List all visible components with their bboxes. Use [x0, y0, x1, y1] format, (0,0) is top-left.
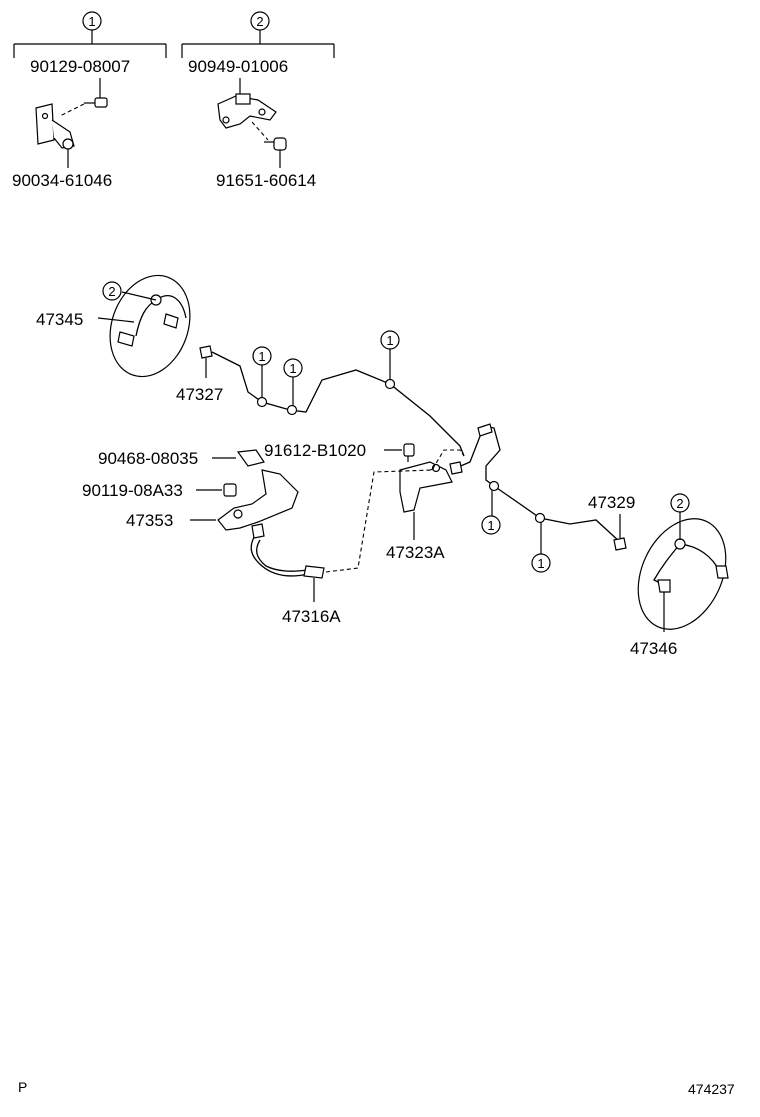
tube-callouts-right: 1 1 — [481, 490, 551, 573]
legend-group-2: 2 90949-01006 91651-60614 — [181, 11, 335, 190]
assembly-dash — [429, 467, 437, 471]
part-label-90129-08007[interactable]: 90129-08007 — [30, 57, 130, 76]
nut-icon — [223, 483, 237, 497]
part-label-47353[interactable]: 47353 — [126, 511, 173, 530]
drawing-number: 474237 — [688, 1081, 735, 1097]
hose-fitting-icon — [303, 565, 325, 579]
leader-line — [121, 291, 157, 301]
callout-circle — [102, 281, 122, 301]
assembly-dash — [251, 121, 269, 141]
bracket-icon — [399, 461, 453, 513]
main-brake-tube — [211, 351, 465, 457]
flare-nut-47327: 47327 — [176, 345, 223, 404]
detail-ellipse — [637, 518, 727, 630]
brake-tube — [679, 543, 721, 573]
assembly-dash — [59, 103, 85, 117]
hose-bracket-group: 90468-08035 90119-08A33 47353 47316A — [82, 449, 341, 626]
svg-text:1: 1 — [537, 556, 544, 571]
flexible-hose — [250, 533, 309, 577]
bracket-hole — [233, 509, 243, 519]
bolt-icon — [84, 97, 108, 108]
bolt-icon — [403, 443, 415, 457]
part-label-90119-08A33[interactable]: 90119-08A33 — [82, 481, 183, 500]
part-label-90949-01006[interactable]: 90949-01006 — [188, 57, 288, 76]
tube-fittings — [449, 423, 546, 524]
detail-ellipse — [109, 274, 191, 378]
svg-text:1: 1 — [386, 333, 393, 348]
tube-clip-points — [256, 378, 396, 416]
part-label-91651-60614[interactable]: 91651-60614 — [216, 171, 316, 190]
part-label-47329[interactable]: 47329 — [588, 493, 635, 512]
legend-group-1: 1 90129-08007 90034-61046 — [12, 11, 167, 190]
right-wheel-brake-hose-assembly: 2 47346 — [630, 493, 729, 658]
part-label-47346[interactable]: 47346 — [630, 639, 677, 658]
callout-number: 2 — [256, 14, 263, 29]
part-label-90034-61046[interactable]: 90034-61046 — [12, 171, 112, 190]
tube-callouts: 1 1 1 — [252, 330, 400, 406]
flare-nut-icon — [199, 345, 213, 359]
callout-number: 1 — [88, 14, 95, 29]
part-label-47327[interactable]: 47327 — [176, 385, 223, 404]
legend-bracket — [13, 30, 167, 58]
callout-circle — [670, 493, 690, 513]
rear-brake-tube — [455, 425, 621, 543]
part-label-91612-B1020[interactable]: 91612-B1020 — [264, 441, 366, 460]
assembly-dash — [325, 449, 465, 573]
svg-text:1: 1 — [258, 349, 265, 364]
brake-tube — [135, 299, 157, 337]
part-label-90468-08035[interactable]: 90468-08035 — [98, 449, 198, 468]
part-label-47323A[interactable]: 47323A — [386, 543, 445, 562]
brake-tube — [653, 543, 681, 585]
legend-bracket — [181, 30, 335, 58]
bracket-clamp-icon — [35, 103, 75, 150]
clip-icon — [217, 93, 277, 129]
callout-number: 2 — [676, 496, 683, 511]
svg-text:1: 1 — [487, 518, 494, 533]
left-wheel-brake-hose-assembly: 2 47345 — [36, 274, 191, 378]
svg-text:1: 1 — [289, 361, 296, 376]
flare-nut-icon — [613, 537, 627, 551]
hose-fitting-icon — [251, 523, 265, 539]
bracket-47323A: 91612-B1020 47323A — [264, 441, 453, 562]
flexible-hose — [255, 539, 309, 572]
part-label-47345[interactable]: 47345 — [36, 310, 83, 329]
bracket-icon — [217, 469, 299, 531]
clip-point — [674, 538, 686, 550]
callout-number: 2 — [108, 284, 115, 299]
fitting-icon — [117, 313, 179, 347]
part-label-47316A[interactable]: 47316A — [282, 607, 341, 626]
footer-left-code: P — [18, 1079, 27, 1095]
flare-nut-47329: 47329 — [588, 493, 635, 551]
fitting-icon — [657, 565, 729, 593]
leader-line — [97, 317, 135, 323]
clip-icon — [236, 449, 265, 467]
